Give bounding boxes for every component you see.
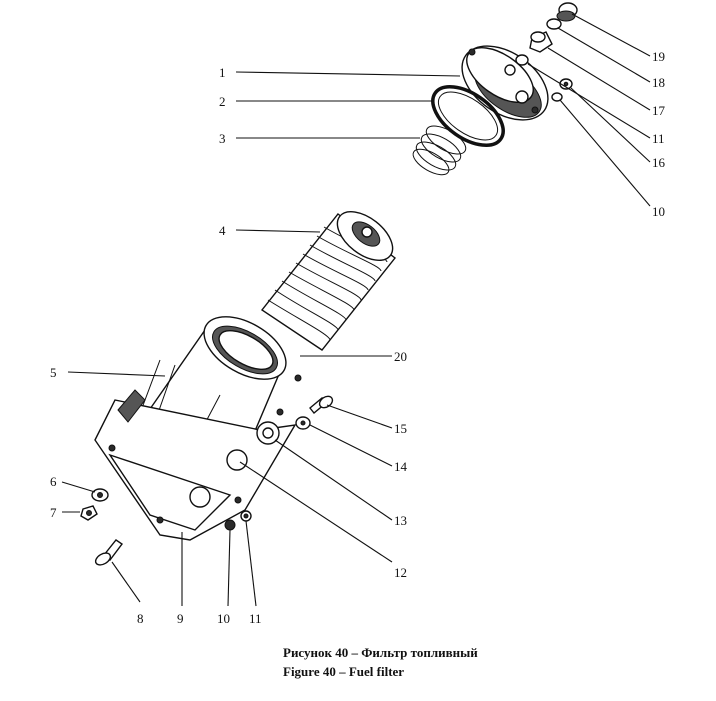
callout-3: 3 — [219, 131, 226, 146]
callout-11-top: 11 — [652, 131, 665, 146]
callout-4: 4 — [219, 223, 226, 238]
filter-element — [260, 211, 396, 351]
callout-10-top: 10 — [652, 204, 665, 219]
callout-10-bottom: 10 — [217, 611, 230, 626]
callout-1: 1 — [219, 65, 226, 80]
callout-14: 14 — [394, 459, 408, 474]
leader-lines — [61, 13, 651, 607]
callout-13: 13 — [394, 513, 407, 528]
plug-19 — [556, 2, 578, 22]
washer-18 — [546, 18, 562, 30]
callout-5: 5 — [50, 365, 57, 380]
callout-17: 17 — [652, 103, 666, 118]
washer-10-bottom — [224, 519, 236, 531]
nut-11-bottom — [240, 510, 252, 522]
callout-6: 6 — [50, 474, 57, 489]
callout-labels: 1 2 3 4 5 6 7 8 9 10 11 12 13 14 15 20 1… — [50, 49, 666, 626]
bolt-8 — [94, 539, 124, 566]
washer-10-top — [551, 92, 563, 102]
washer-14 — [295, 416, 311, 430]
callout-9: 9 — [177, 611, 184, 626]
callout-2: 2 — [219, 94, 226, 109]
washer-16 — [559, 78, 573, 90]
caption-english: Figure 40 – Fuel filter — [283, 664, 405, 679]
caption-russian: Рисунок 40 – Фильтр топливный — [283, 645, 478, 660]
callout-15: 15 — [394, 421, 407, 436]
callout-7: 7 — [50, 505, 57, 520]
callout-11-bottom: 11 — [249, 611, 262, 626]
nut-11-top — [515, 54, 529, 66]
callout-20: 20 — [394, 349, 407, 364]
spring — [412, 125, 467, 176]
callout-19: 19 — [652, 49, 665, 64]
washer-6 — [91, 488, 109, 502]
filter-base — [94, 389, 297, 541]
bolt-15 — [309, 395, 334, 414]
callout-8: 8 — [137, 611, 144, 626]
nut-7 — [80, 505, 98, 521]
callout-16: 16 — [652, 155, 666, 170]
callout-12: 12 — [394, 565, 407, 580]
callout-18: 18 — [652, 75, 665, 90]
fitting-17 — [529, 31, 553, 53]
